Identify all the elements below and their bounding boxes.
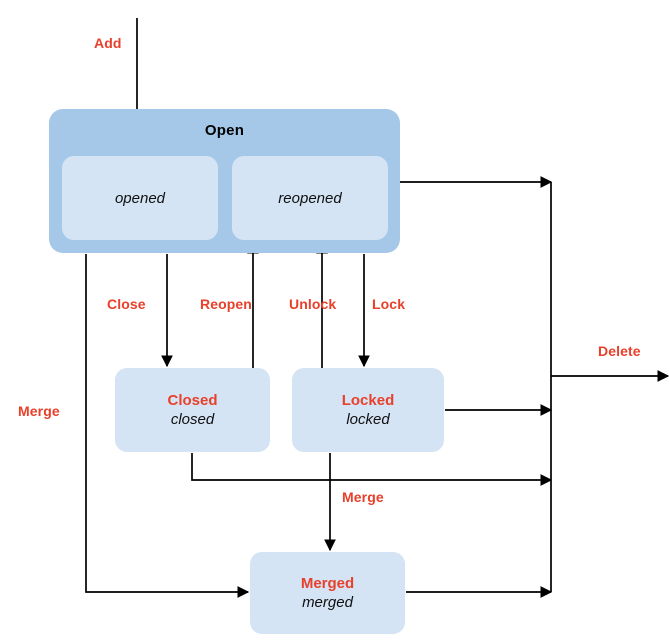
edge-label-unlock: Unlock xyxy=(289,296,337,312)
edge-label-merge-left: Merge xyxy=(18,403,60,419)
edge-label-add: Add xyxy=(94,35,122,51)
edge-label-delete: Delete xyxy=(598,343,641,359)
state-reopened[interactable]: reopened xyxy=(232,156,388,240)
state-merged-title: Merged xyxy=(300,575,355,592)
state-closed-label: closed xyxy=(170,411,215,428)
state-closed[interactable]: Closed closed xyxy=(115,368,270,452)
state-opened[interactable]: opened xyxy=(62,156,218,240)
edge-delete-from-closed xyxy=(191,453,553,486)
state-reopened-label: reopened xyxy=(278,189,342,207)
state-locked[interactable]: Locked locked xyxy=(292,368,444,452)
state-opened-label: opened xyxy=(114,189,166,207)
edge-label-merge-center: Merge xyxy=(342,489,384,505)
edge-label-reopen: Reopen xyxy=(200,296,252,312)
edge-label-close: Close xyxy=(107,296,146,312)
state-merged-label: merged xyxy=(302,594,353,611)
state-locked-title: Locked xyxy=(341,392,395,409)
state-closed-title: Closed xyxy=(167,392,218,409)
state-locked-label: locked xyxy=(346,411,390,428)
state-merged[interactable]: Merged merged xyxy=(250,552,405,634)
edge-label-lock: Lock xyxy=(372,296,406,312)
group-open-title: Open xyxy=(204,122,245,139)
edge-merge-left xyxy=(85,254,250,598)
